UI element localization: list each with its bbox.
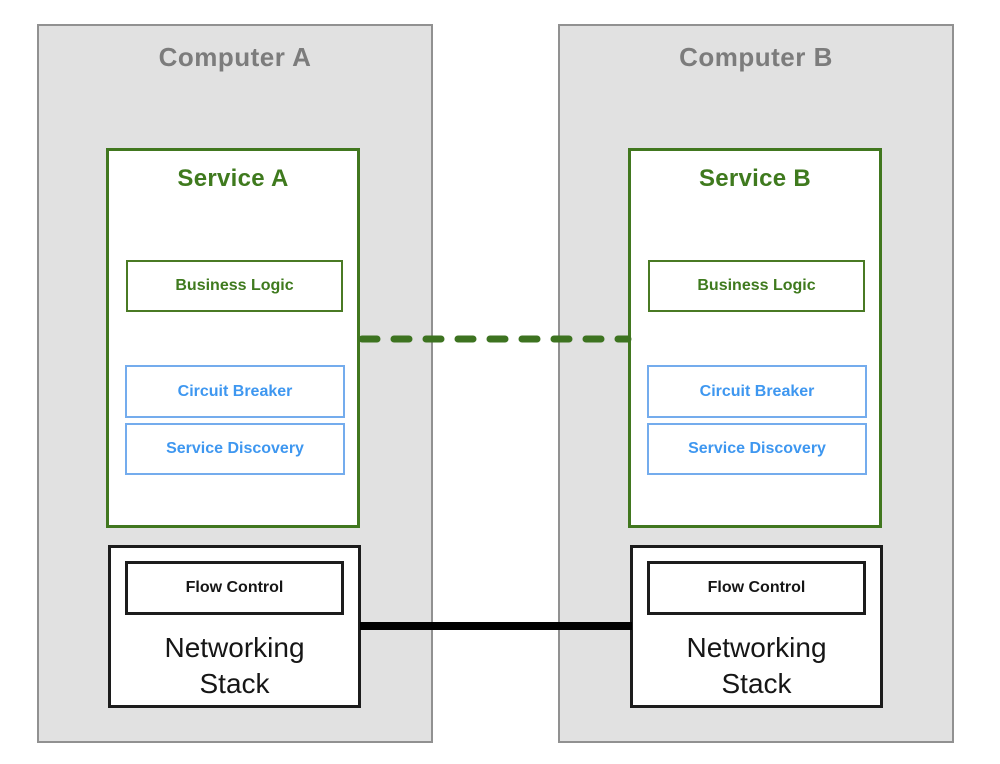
networking-stack-b-box: Flow Control Networking Stack [630, 545, 883, 708]
circuit-breaker-b-box: Circuit Breaker [647, 365, 867, 418]
computer-b-title: Computer B [679, 42, 833, 72]
networking-stack-b-label: Networking Stack [633, 630, 880, 702]
networking-stack-b-label-line2: Stack [721, 668, 792, 699]
networking-stack-a-box: Flow Control Networking Stack [108, 545, 361, 708]
service-discovery-a-box: Service Discovery [125, 423, 345, 475]
service-discovery-b-box: Service Discovery [647, 423, 867, 475]
networking-stack-a-label-line1: Networking [164, 632, 305, 663]
computer-a-title: Computer A [158, 42, 312, 72]
service-a-title: Service A [177, 165, 289, 192]
networking-stack-b-label-line1: Networking [686, 632, 827, 663]
business-logic-a-box: Business Logic [126, 260, 343, 312]
flow-control-b-box: Flow Control [647, 561, 866, 615]
business-logic-b-box: Business Logic [648, 260, 865, 312]
circuit-breaker-a-box: Circuit Breaker [125, 365, 345, 418]
networking-stack-a-label-line2: Stack [199, 668, 270, 699]
networking-stack-a-label: Networking Stack [111, 630, 358, 702]
service-b-title: Service B [698, 165, 812, 192]
flow-control-a-box: Flow Control [125, 561, 344, 615]
